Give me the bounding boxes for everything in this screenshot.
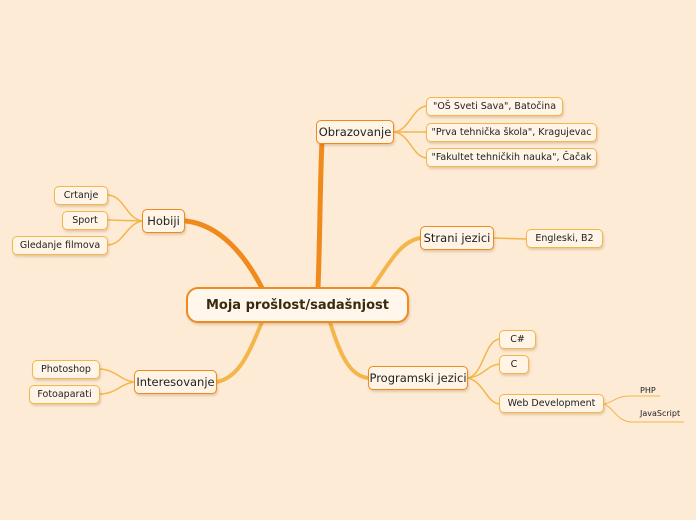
leaf-c[interactable]: C: [499, 355, 529, 374]
node-hobiji[interactable]: Hobiji: [142, 209, 185, 233]
interesovanje-label: Interesovanje: [136, 375, 215, 389]
root-label: Moja prošlost/sadašnjost: [205, 297, 389, 313]
leaf-photoshop[interactable]: Photoshop: [32, 360, 100, 379]
leaf-fakultet-tehnickih-nauka[interactable]: "Fakultet tehničkih nauka", Čačak: [426, 148, 597, 167]
leaf-label: Crtanje: [63, 190, 99, 201]
leaf-web-development[interactable]: Web Development: [499, 394, 604, 413]
leaf-php[interactable]: PHP: [640, 386, 656, 395]
leaf-javascript[interactable]: JavaScript: [640, 409, 681, 418]
leaf-label: "Prva tehnička škola", Kragujevac: [431, 127, 592, 138]
leaf-label: Photoshop: [41, 364, 91, 375]
leaf-prva-tehnicka-skola[interactable]: "Prva tehnička škola", Kragujevac: [426, 123, 597, 142]
leaf-crtanje[interactable]: Crtanje: [54, 186, 108, 205]
leaf-label: "OŠ Sveti Sava", Batočina: [432, 101, 557, 112]
branch-hobiji: [183, 218, 265, 291]
leaf-label: Web Development: [507, 398, 596, 409]
node-obrazovanje[interactable]: Obrazovanje: [316, 120, 394, 144]
node-interesovanje[interactable]: Interesovanje: [134, 370, 217, 394]
leaf-label: C#: [510, 334, 525, 345]
leaf-csharp[interactable]: C#: [499, 330, 536, 349]
leaf-label: "Fakultet tehničkih nauka", Čačak: [431, 152, 592, 163]
branch-interesovanje: [214, 320, 264, 384]
leaf-label: Engleski, B2: [535, 233, 594, 244]
leaf-fotoaparati[interactable]: Fotoaparati: [29, 385, 100, 404]
leaf-label: Sport: [72, 215, 98, 226]
strani-jezici-label: Strani jezici: [423, 231, 491, 245]
leaf-engleski-b2[interactable]: Engleski, B2: [526, 229, 603, 248]
node-strani-jezici[interactable]: Strani jezici: [420, 226, 494, 250]
branch-obrazovanje: [315, 139, 325, 291]
programski-jezici-label: Programski jezici: [369, 371, 467, 385]
hobiji-label: Hobiji: [147, 214, 180, 228]
obrazovanje-label: Obrazovanje: [318, 125, 392, 139]
branch-strani-jezici: [370, 236, 422, 290]
leaf-os-sveti-sava[interactable]: "OŠ Sveti Sava", Batočina: [426, 97, 563, 116]
leaf-label: Gledanje filmova: [19, 240, 101, 251]
branch-programski-jezici: [328, 320, 370, 380]
node-programski-jezici[interactable]: Programski jezici: [368, 366, 468, 390]
root-node[interactable]: Moja prošlost/sadašnjost: [186, 287, 409, 323]
leaf-sport[interactable]: Sport: [62, 211, 108, 230]
leaf-label: C: [510, 359, 518, 370]
leaf-label: Fotoaparati: [37, 389, 92, 400]
leaf-gledanje-filmova[interactable]: Gledanje filmova: [12, 236, 108, 255]
